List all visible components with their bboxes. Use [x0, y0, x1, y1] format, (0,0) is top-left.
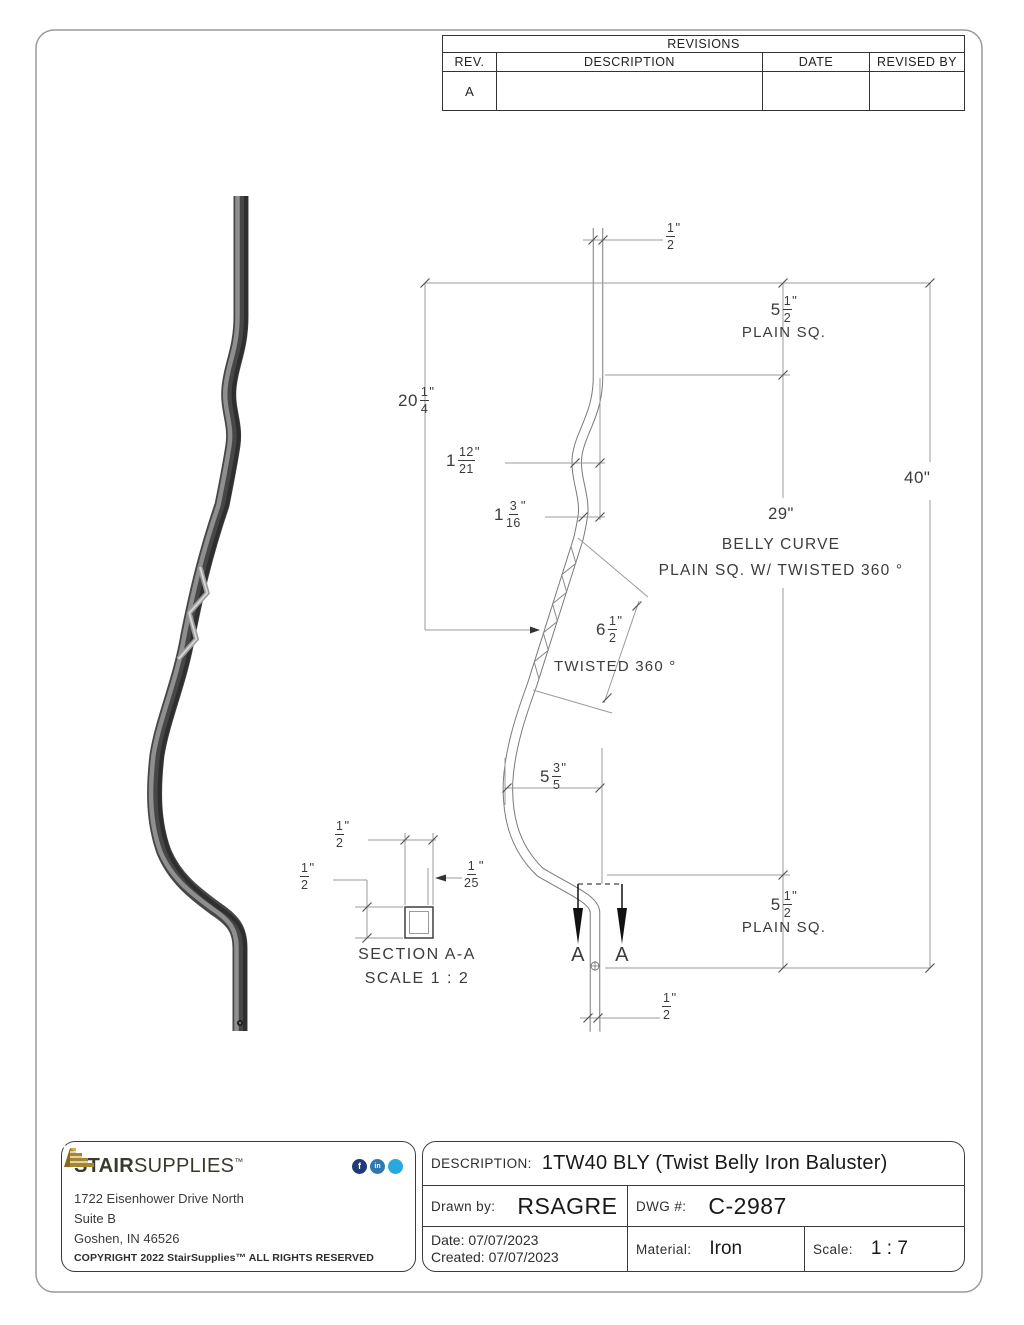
section-detail	[333, 833, 462, 943]
rev-value: A	[442, 71, 497, 111]
dim-twist-label: TWISTED 360 °	[554, 658, 677, 675]
dim-overall-length: 40"	[904, 468, 931, 487]
revisions-title: REVISIONS	[441, 35, 966, 53]
scale-value: 1 : 7	[870, 1238, 908, 1259]
drawn-by-label: Drawn by:	[431, 1198, 496, 1214]
section-marker-a-right: A	[615, 944, 629, 966]
leader-arrow-icon	[530, 626, 540, 634]
baluster-outline	[502, 228, 604, 1031]
cut-arrow-icon	[573, 908, 583, 944]
cut-arrow-icon	[617, 908, 627, 944]
stairsupplies-logo-icon	[64, 1148, 94, 1167]
brand-name: STAIRSUPPLIES™	[74, 1154, 244, 1177]
scale-label: Scale:	[813, 1241, 853, 1257]
sheet-border	[35, 29, 983, 1293]
dim-belly-line2: BELLY CURVE	[721, 536, 841, 553]
dimension-lines	[424, 239, 931, 1032]
facebook-icon[interactable]: f	[352, 1158, 367, 1174]
drawn-by-value: RSAGRE	[517, 1192, 618, 1219]
description-label: DESCRIPTION:	[431, 1156, 532, 1171]
title-block-company: STAIRSUPPLIES™ f in 1722 Eisenhower Driv…	[61, 1141, 416, 1272]
twitter-icon[interactable]	[62, 1143, 403, 1174]
baluster-3d-render	[147, 196, 249, 1031]
revisions-table: REVISIONS REV. DESCRIPTION DATE REVISED …	[441, 35, 966, 111]
material-label: Material:	[636, 1241, 692, 1257]
dim-belly-line3: PLAIN SQ. W/ TWISTED 360 °	[658, 562, 904, 579]
col-revised-by: REVISED BY	[868, 52, 966, 72]
company-address: 1722 Eisenhower Drive North Suite B Gosh…	[74, 1191, 244, 1247]
section-title: SECTION A-A	[358, 946, 476, 963]
dwg-number-value: C-2987	[708, 1192, 787, 1219]
col-date: DATE	[762, 52, 870, 72]
section-marker-a-left: A	[571, 944, 585, 966]
copyright-line: COPYRIGHT 2022 StairSupplies™ ALL RIGHTS…	[74, 1252, 374, 1265]
material-value: Iron	[709, 1238, 743, 1259]
drawing-description: 1TW40 BLY (Twist Belly Iron Baluster)	[541, 1152, 888, 1174]
section-cut-markers	[573, 883, 627, 971]
section-scale: SCALE 1 : 2	[364, 970, 470, 987]
linkedin-icon[interactable]: in	[370, 1158, 385, 1174]
col-description: DESCRIPTION	[496, 52, 763, 72]
table-row: A	[442, 71, 966, 111]
title-block-drawing-info: DESCRIPTION: 1TW40 BLY (Twist Belly Iron…	[422, 1141, 965, 1272]
dimension-ticks	[420, 235, 935, 1023]
col-rev: REV.	[442, 52, 497, 72]
dim-belly-value: 29"	[768, 505, 794, 523]
date-created: Date: 07/07/2023 Created: 07/07/2023	[431, 1231, 559, 1266]
dwg-number-label: DWG #:	[636, 1198, 687, 1214]
